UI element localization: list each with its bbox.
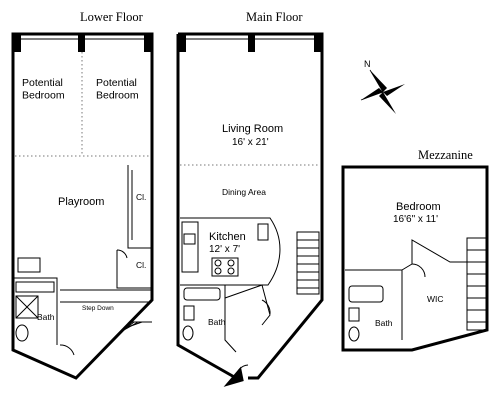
bathtub (183, 287, 221, 301)
room-label-playroom: Playroom (58, 196, 104, 208)
compass-rose-icon: N (360, 59, 405, 114)
pillar (248, 34, 255, 52)
room-size-bedroom: 16'6" x 11' (393, 214, 438, 225)
stairs-lower (111, 321, 152, 341)
closet-label-1: Cl. (136, 192, 146, 202)
bath-label-lower: Bath (37, 312, 55, 322)
burner (227, 267, 235, 275)
room-label-living-room: Living Room (222, 123, 283, 135)
pillar (78, 34, 85, 52)
toilet (182, 325, 194, 341)
mezzanine-title: Mezzanine (418, 148, 473, 162)
shower-mark (15, 295, 39, 319)
step-down-label: Step Down (82, 305, 114, 312)
stairs-mezzanine (466, 237, 488, 331)
room-size-kitchen: 12' x 7' (209, 244, 240, 255)
bathtub (348, 285, 384, 303)
main-floor-outline (176, 32, 324, 380)
laundry-fixture (17, 257, 41, 273)
room-label-wic: WIC (427, 294, 444, 304)
sink (348, 307, 360, 322)
kitchen-wall (180, 217, 281, 286)
closet-wall (116, 250, 152, 289)
stove (211, 257, 239, 277)
lower-floor-title: Lower Floor (80, 10, 144, 24)
mezzanine-outline (341, 165, 489, 352)
sink (183, 305, 195, 321)
lower-floor-outline (11, 32, 154, 380)
door-swing (411, 263, 426, 278)
compass-north-label: N (364, 59, 371, 69)
closet-wall (127, 165, 152, 249)
room-label-dining-area: Dining Area (222, 187, 266, 197)
room-label-bedroom: Bedroom (396, 201, 441, 213)
fridge (257, 223, 269, 241)
stairs-main (296, 231, 320, 295)
bath-label-mezzanine: Bath (375, 318, 393, 328)
pillar (178, 34, 186, 52)
room-label-kitchen: Kitchen (209, 231, 246, 243)
mezzanine-floor: Mezzanine Bedroom 16'6" x 11' Bath WIC (341, 148, 489, 352)
door-swing (116, 249, 128, 259)
wic-wall (401, 239, 467, 271)
door-swing (261, 299, 271, 315)
shower (15, 295, 39, 319)
entry-arrow-icon (223, 366, 244, 387)
burner (227, 259, 235, 267)
toilet (15, 324, 29, 342)
pillar (314, 34, 322, 52)
main-floor-title: Main Floor (246, 10, 303, 24)
door-swing (59, 344, 75, 356)
burner (214, 267, 222, 275)
bath-label-main: Bath (208, 317, 226, 327)
kitchen-counter (181, 221, 199, 273)
sink-counter (15, 281, 55, 293)
sink (183, 233, 196, 245)
pillar (144, 34, 152, 52)
main-floor: Main Floor Living Room 16' x 21' Dining … (176, 10, 324, 387)
hall-wall (224, 284, 271, 326)
bath-wall (345, 269, 403, 340)
bath-wall (180, 284, 237, 353)
room-size-living-room: 16' x 21' (232, 137, 269, 148)
toilet (348, 326, 360, 342)
burner (214, 259, 222, 267)
bath-wall (13, 277, 58, 345)
pillar (13, 34, 21, 52)
closet-label-2: Cl. (136, 260, 146, 270)
